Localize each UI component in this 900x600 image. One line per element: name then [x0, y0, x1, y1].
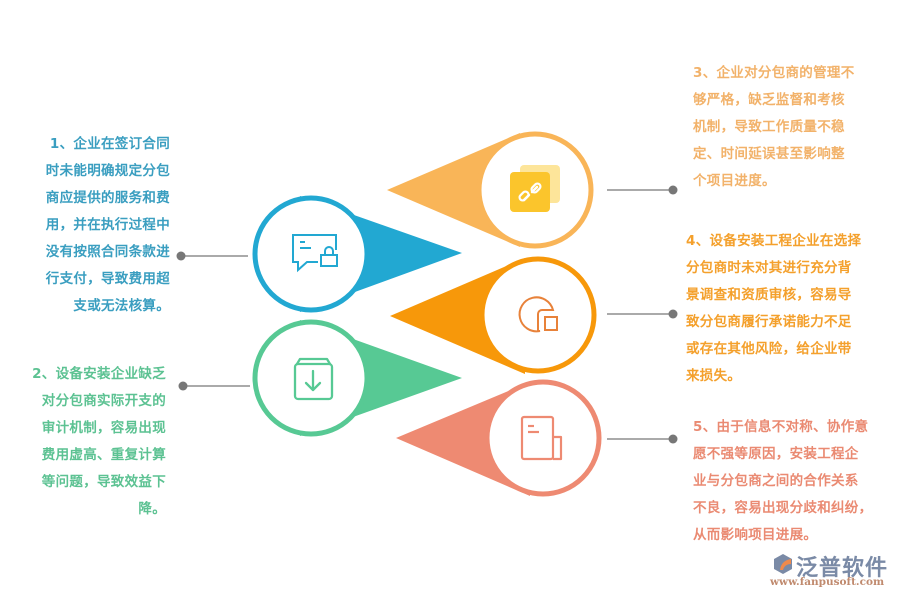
connector-3	[607, 185, 678, 195]
item-2-text: 2、设备安装企业缺乏 对分包商实际开支的 审计机制，容易出现 费用虚高、重复计算…	[8, 361, 166, 523]
item-2-line: 降。	[138, 501, 166, 517]
logo-url: www.fanpusoft.com	[770, 576, 885, 588]
item-3-line: 个项目进度。	[693, 173, 776, 189]
item-4-line: 景调查和资质审核，容易导	[686, 287, 852, 303]
item-2-line: 等问题，导致效益下	[41, 474, 166, 490]
item-5-line: 不良，容易出现分歧和纠纷，	[693, 500, 873, 516]
item-1-line: 支或无法核算。	[73, 298, 170, 314]
item-4-text: 4、设备安装工程企业在选择 分包商时未对其进行充分背 景调查和资质审核，容易导 …	[686, 228, 896, 390]
node-4-orange	[390, 256, 597, 374]
item-2-line: 2、设备安装企业缺乏	[32, 366, 166, 382]
item-3-line: 定、时间延误甚至影响整	[693, 146, 845, 162]
item-5-text: 5、由于信息不对称、协作意 愿不强等原因，安装工程企 业与分包商之间的合作关系 …	[693, 414, 900, 549]
item-3-line: 够严格，缺乏监督和考核	[693, 92, 845, 108]
item-3-line: 机制，导致工作质量不稳	[693, 119, 845, 135]
link-cards-icon	[510, 165, 560, 212]
connector-1	[176, 251, 248, 261]
item-1-line: 行支付，导致费用超	[45, 271, 170, 287]
item-5-line: 愿不强等原因，安装工程企	[693, 446, 859, 462]
node-5-salmon	[396, 379, 602, 497]
document-icon	[520, 415, 563, 461]
node-3-yellow	[387, 131, 594, 249]
item-1-line: 时未能明确规定分包	[45, 163, 170, 179]
connector-2	[178, 381, 250, 391]
logo-name: 泛普软件	[796, 556, 889, 581]
connector-5	[607, 434, 678, 444]
item-2-line: 审计机制，容易出现	[41, 420, 166, 436]
item-1-line: 1、企业在签订合同	[49, 136, 170, 152]
connector-4	[607, 309, 678, 319]
fanpusoft-logo: 泛普软件 www.fanpusoft.com	[770, 550, 895, 595]
node-1-blue	[252, 195, 462, 313]
item-3-text: 3、企业对分包商的管理不 够严格，缺乏监督和考核 机制，导致工作质量不稳 定、时…	[693, 60, 893, 195]
item-4-line: 或存在其他风险，给企业带	[686, 341, 852, 357]
item-4-line: 4、设备安装工程企业在选择	[686, 233, 862, 249]
item-1-line: 用，并在执行过程中	[45, 217, 170, 233]
node-2-green	[252, 319, 462, 437]
item-5-line: 从而影响项目进展。	[693, 527, 818, 543]
item-2-line: 对分包商实际开支的	[41, 393, 166, 409]
item-5-line: 5、由于信息不对称、协作意	[693, 419, 869, 435]
item-5-line: 业与分包商之间的合作关系	[693, 473, 859, 489]
item-1-line: 没有按照合同条款进	[45, 244, 170, 260]
item-4-line: 来损失。	[686, 368, 742, 384]
chat-lock-icon	[292, 234, 338, 273]
item-3-line: 3、企业对分包商的管理不	[693, 65, 855, 81]
item-4-line: 致分包商履行承诺能力不足	[686, 314, 852, 330]
item-1-line: 商应提供的服务和费	[45, 190, 170, 206]
pie-chart-icon	[518, 296, 558, 333]
item-1-text: 1、企业在签订合同 时未能明确规定分包 商应提供的服务和费 用，并在执行过程中 …	[20, 131, 170, 320]
box-download-icon	[293, 357, 334, 401]
item-2-line: 费用虚高、重复计算	[41, 447, 166, 463]
logo-mark-icon	[774, 554, 792, 574]
item-4-line: 分包商时未对其进行充分背	[686, 260, 852, 276]
